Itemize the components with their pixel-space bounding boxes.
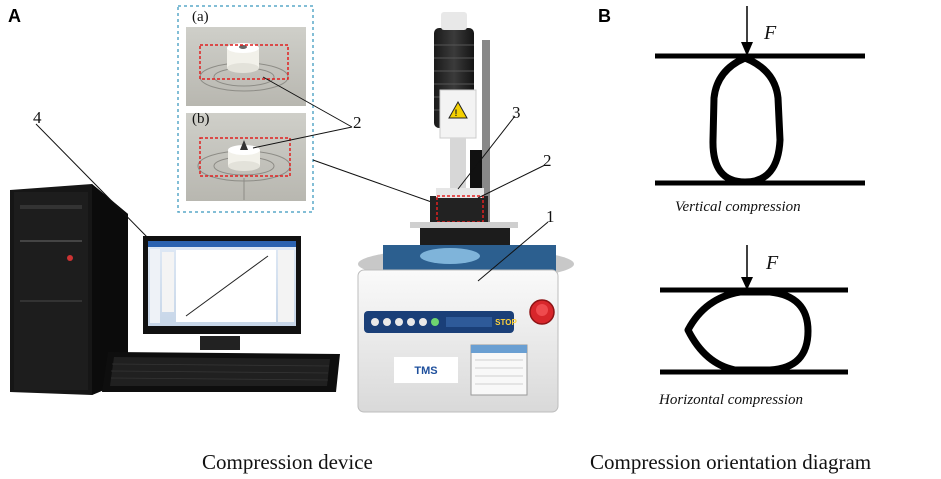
horizontal-compression-diagram bbox=[660, 245, 848, 375]
callout-number-2-inset: 2 bbox=[353, 113, 362, 132]
keyboard bbox=[102, 352, 340, 392]
callout-line-4 bbox=[35, 123, 151, 241]
inset-photos-box bbox=[177, 5, 314, 213]
callout-line-2b bbox=[252, 126, 353, 149]
panel-letter-a: A bbox=[8, 6, 21, 26]
svg-text:!: ! bbox=[455, 108, 458, 118]
vertical-compression-label: Vertical compression bbox=[675, 199, 801, 215]
callout-line-2a bbox=[262, 76, 353, 128]
callout-number-3: 3 bbox=[512, 103, 521, 122]
vertical-compression-diagram bbox=[655, 6, 865, 186]
compression-device: ! STOP TMS bbox=[357, 12, 574, 413]
panel-letter-b: B bbox=[598, 6, 611, 26]
caption-orientation-diagram: Compression orientation diagram bbox=[590, 450, 872, 474]
caption-compression-device: Compression device bbox=[202, 450, 373, 474]
monitor bbox=[143, 236, 301, 350]
callout-line-2c bbox=[477, 164, 546, 199]
inset-photo-a bbox=[186, 27, 306, 106]
svg-text:TMS: TMS bbox=[414, 365, 437, 377]
svg-text:STOP: STOP bbox=[495, 318, 517, 327]
inset-leader-line bbox=[312, 159, 441, 206]
pc-tower bbox=[10, 184, 128, 395]
callout-line-3 bbox=[457, 115, 516, 190]
inset-label-a: (a) bbox=[192, 9, 209, 25]
force-label-horizontal: F bbox=[766, 252, 779, 274]
inset-label-b: (b) bbox=[192, 111, 210, 127]
callout-line-1 bbox=[477, 221, 549, 282]
callout-number-2-device: 2 bbox=[543, 151, 552, 170]
force-label-vertical: F bbox=[764, 22, 777, 44]
callout-lines bbox=[35, 76, 549, 282]
horizontal-compression-label: Horizontal compression bbox=[659, 392, 804, 408]
inset-photo-b bbox=[186, 113, 306, 201]
callout-number-4: 4 bbox=[33, 108, 42, 127]
callout-number-1: 1 bbox=[546, 207, 555, 226]
